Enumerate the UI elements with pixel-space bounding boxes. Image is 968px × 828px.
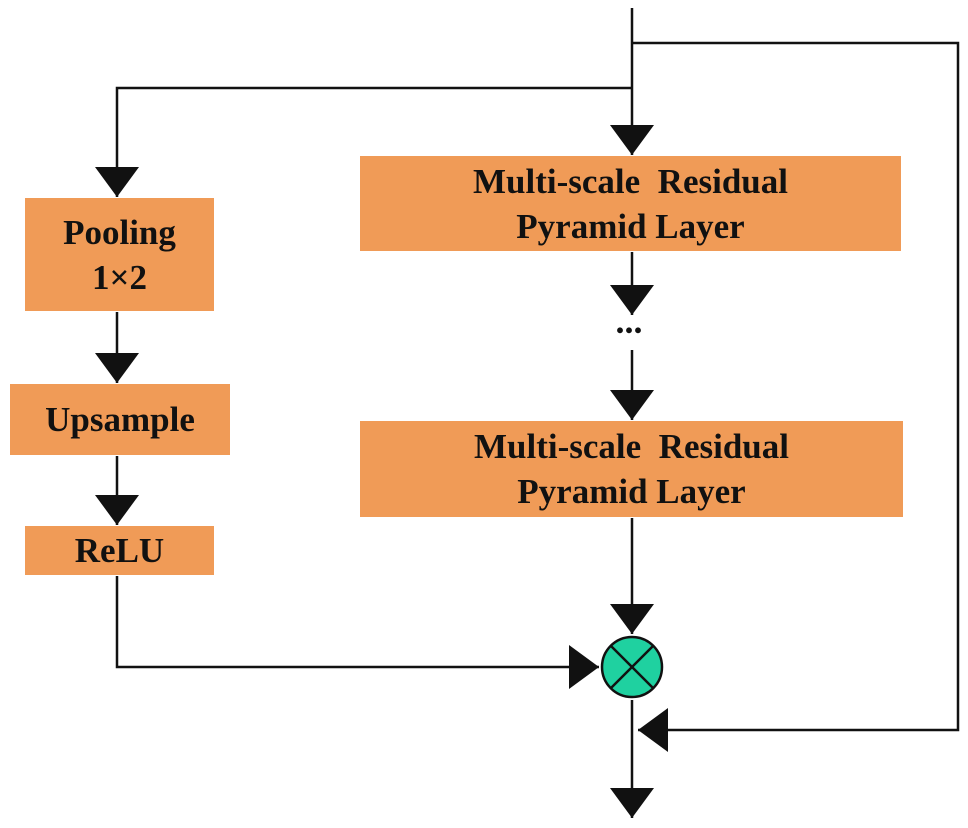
upsample-label: Upsample <box>45 400 195 439</box>
arrow-relu-to-merge <box>115 576 599 689</box>
pooling-size-label: 1×2 <box>92 257 147 297</box>
msrp-bottom-line1: Multi-scale Residual <box>474 427 789 466</box>
msrp-layer-bottom-block: Multi-scale Residual Pyramid Layer <box>360 421 903 517</box>
msrp-top-line1: Multi-scale Residual <box>473 161 788 201</box>
msrp-top-line2: Pyramid Layer <box>516 206 745 246</box>
relu-label: ReLU <box>74 531 165 570</box>
skip-connection-line <box>632 41 960 752</box>
upsample-block: Upsample <box>10 384 230 455</box>
ellipsis: ... <box>615 301 643 341</box>
msrp-bottom-line2: Pyramid Layer <box>517 472 746 511</box>
pooling-label: Pooling <box>63 212 176 252</box>
msrp-layer-top-block: Multi-scale Residual Pyramid Layer <box>360 156 901 251</box>
relu-block: ReLU <box>25 526 214 575</box>
arrow-to-pooling <box>95 86 632 197</box>
pooling-block: Pooling 1×2 <box>25 198 214 311</box>
multiply-circle-icon <box>600 635 664 699</box>
